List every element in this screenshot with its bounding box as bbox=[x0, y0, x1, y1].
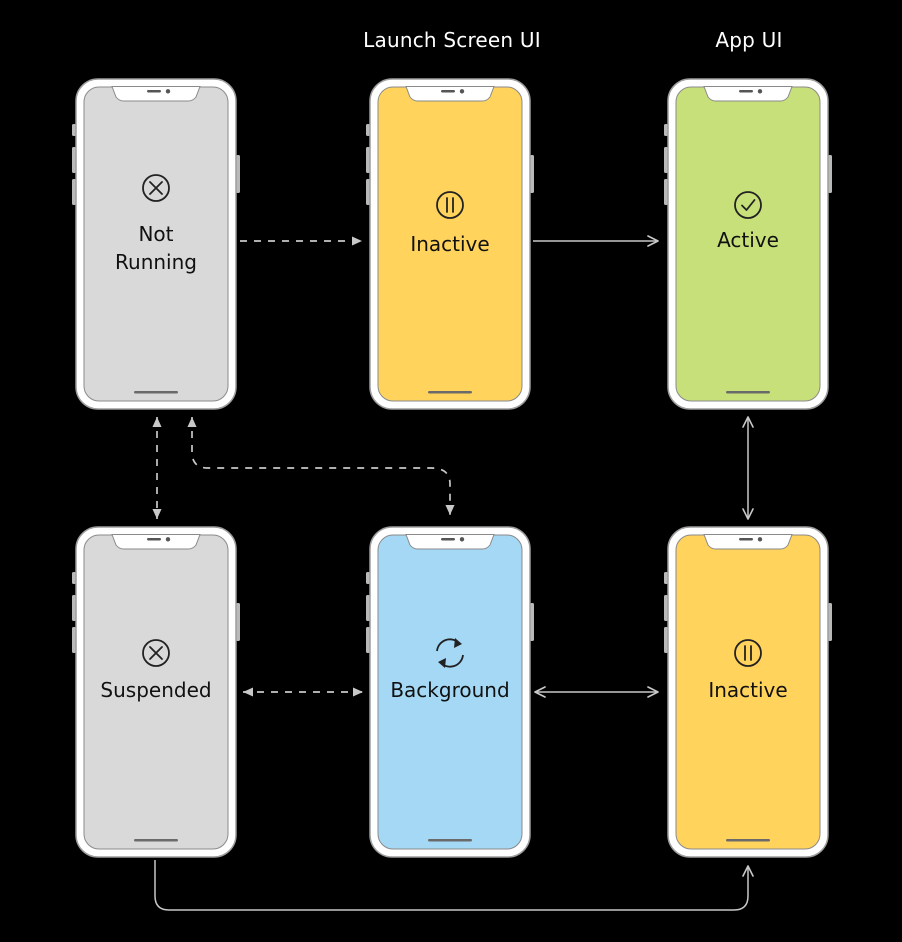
arrow-not-running-to-background bbox=[187, 417, 455, 515]
phone-inactive-app: Inactive bbox=[664, 526, 832, 858]
x-circle-icon bbox=[142, 174, 170, 202]
home-indicator bbox=[726, 839, 770, 842]
state-label: Active bbox=[717, 228, 779, 252]
phone-notch bbox=[111, 86, 201, 102]
state-label: Running bbox=[115, 250, 197, 274]
state-label: Inactive bbox=[708, 678, 787, 702]
state-label: Suspended bbox=[100, 678, 211, 702]
transition-arrows bbox=[152, 235, 754, 911]
x-circle-icon bbox=[142, 639, 170, 667]
home-indicator bbox=[428, 391, 472, 394]
state-label: Not bbox=[138, 222, 173, 246]
launch-screen-ui-heading: Launch Screen UI bbox=[363, 28, 541, 52]
state-label: Background bbox=[390, 678, 509, 702]
home-indicator bbox=[134, 839, 178, 842]
home-indicator bbox=[726, 391, 770, 394]
phone-inactive-launch: Inactive bbox=[366, 78, 534, 410]
phone-notch bbox=[405, 86, 495, 102]
phone-suspended: Suspended bbox=[72, 526, 240, 858]
arrow-suspended-to-inactive-app bbox=[154, 860, 754, 911]
home-indicator bbox=[428, 839, 472, 842]
phone-active: Active bbox=[664, 78, 832, 410]
refresh-arrows-icon bbox=[436, 638, 464, 668]
phone-notch bbox=[703, 86, 793, 102]
phone-notch bbox=[703, 534, 793, 550]
app-ui-heading: App UI bbox=[715, 28, 783, 52]
phone-notch bbox=[111, 534, 201, 550]
check-circle-icon bbox=[734, 191, 762, 219]
pause-circle-icon bbox=[734, 639, 762, 667]
pause-circle-icon bbox=[436, 191, 464, 219]
home-indicator bbox=[134, 391, 178, 394]
state-label: Inactive bbox=[410, 232, 489, 256]
phone-notch bbox=[405, 534, 495, 550]
phone-background: Background bbox=[366, 526, 534, 858]
